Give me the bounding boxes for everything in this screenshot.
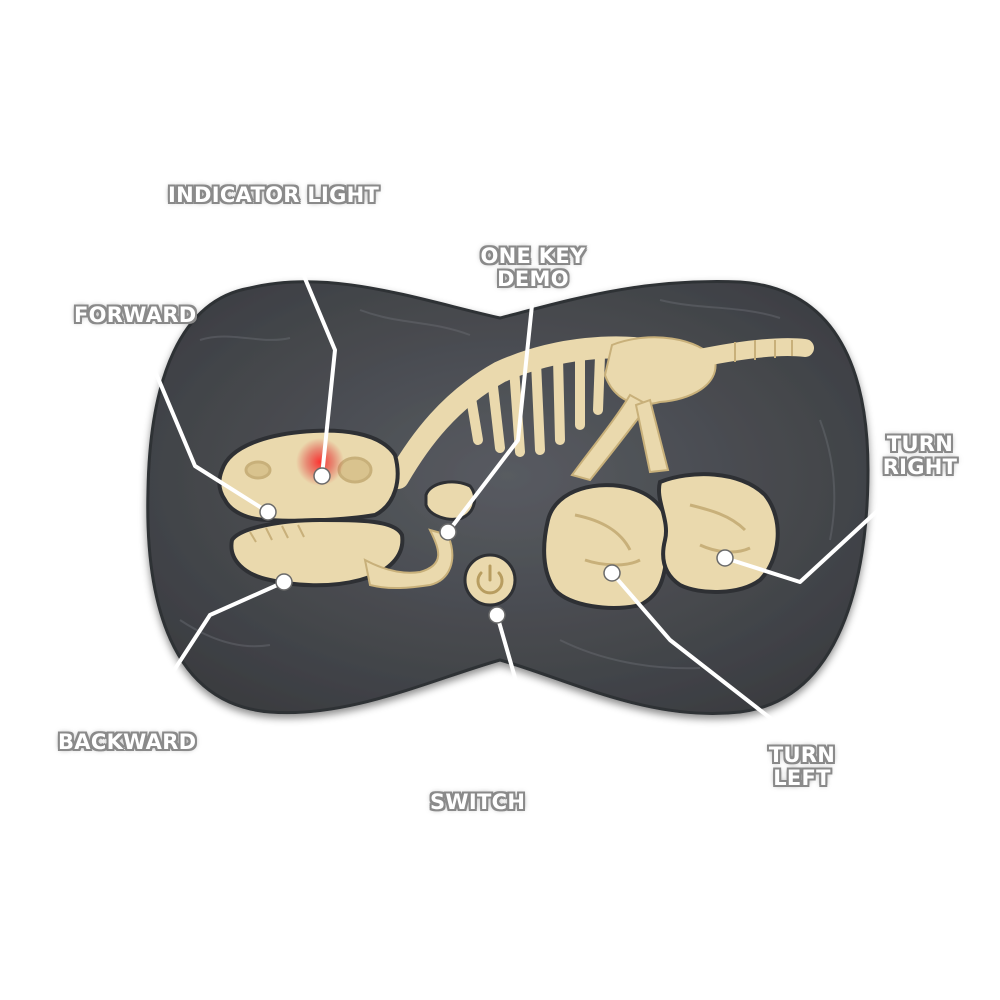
label-forward-text: FORWARD xyxy=(74,303,197,327)
label-forward: FORWARD xyxy=(74,304,197,327)
body-texture xyxy=(179,299,836,670)
label-backward: BACKWARD xyxy=(58,731,196,754)
dot-switch xyxy=(488,606,506,624)
leader-switch xyxy=(483,613,522,772)
label-indicator-light-text: INDICATOR LIGHT xyxy=(168,183,380,207)
leader-forward xyxy=(140,338,270,514)
label-turn-left: TURN LEFT xyxy=(762,744,842,790)
turn-left-button-shape[interactable] xyxy=(542,483,671,610)
label-turn-right-line1: TURN xyxy=(886,432,954,456)
dot-one-key-demo xyxy=(439,523,457,541)
dot-forward xyxy=(259,503,277,521)
dot-turn-left xyxy=(603,564,621,582)
leader-turn-left xyxy=(610,571,785,730)
backward-button-shape[interactable] xyxy=(229,517,405,588)
label-indicator-light: INDICATOR LIGHT xyxy=(168,184,379,207)
label-turn-left-line1: TURN xyxy=(768,743,836,767)
label-turn-left-line2: LEFT xyxy=(773,766,831,790)
indicator-light xyxy=(296,438,344,486)
power-icon xyxy=(476,564,504,595)
label-one-key-demo: ONE KEY DEMO xyxy=(468,245,598,291)
skeleton-tail xyxy=(691,338,814,367)
label-backward-text: BACKWARD xyxy=(58,730,197,754)
label-turn-right: TURN RIGHT xyxy=(875,433,965,479)
dot-backward xyxy=(275,573,293,591)
skeleton-hip xyxy=(603,336,717,406)
one-key-demo-button-shape[interactable] xyxy=(424,480,477,521)
turn-right-button-shape[interactable] xyxy=(657,472,780,594)
label-one-key-demo-line2: DEMO xyxy=(497,267,569,291)
skeleton-hind-leg xyxy=(570,393,650,482)
leader-one-key-demo xyxy=(446,303,534,534)
leader-lines xyxy=(140,224,902,772)
label-one-key-demo-line1: ONE KEY xyxy=(480,244,586,268)
label-switch: SWITCH xyxy=(430,791,525,814)
skeleton-arm xyxy=(363,528,454,589)
leader-dots xyxy=(259,467,734,624)
label-turn-right-line2: RIGHT xyxy=(882,455,958,479)
leader-turn-right xyxy=(723,488,902,584)
leader-backward xyxy=(143,580,286,717)
label-switch-text: SWITCH xyxy=(430,790,526,814)
dot-indicator xyxy=(313,467,331,485)
dot-turn-right xyxy=(716,549,734,567)
leader-indicator xyxy=(281,224,337,478)
